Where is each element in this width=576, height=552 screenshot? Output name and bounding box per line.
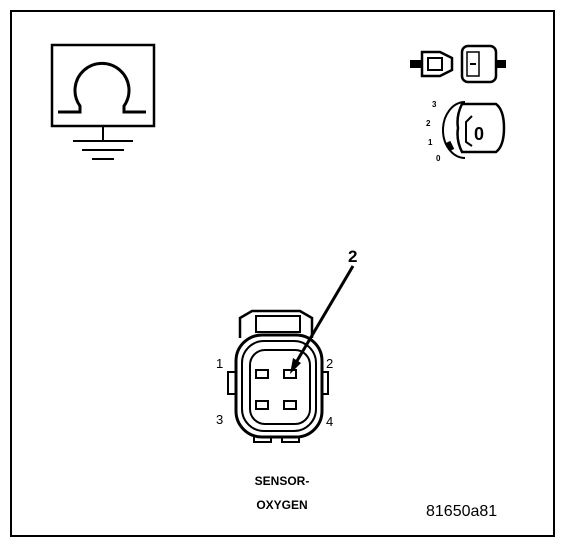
ohmmeter-ground-icon — [50, 43, 156, 160]
pin-label-3: 3 — [216, 412, 223, 427]
pin-label-2: 2 — [326, 356, 333, 371]
connector-label-line1: SENSOR- — [255, 474, 310, 488]
callout-number: 2 — [348, 247, 357, 266]
diagram-frame — [10, 10, 555, 537]
connector-label-line2: OXYGEN — [256, 498, 307, 512]
ignition-key-label: 0 — [474, 124, 484, 144]
ignition-position-2: 2 — [426, 119, 431, 128]
figure-id: 81650a81 — [426, 503, 497, 520]
ignition-key-icon — [442, 101, 506, 159]
ignition-position-0: 0 — [436, 154, 441, 163]
ignition-position-1: 1 — [428, 138, 433, 147]
pin-label-1: 1 — [216, 356, 223, 371]
pin-1-cavity — [255, 369, 269, 379]
oxygen-sensor-connector — [227, 309, 329, 443]
pin-label-4: 4 — [326, 414, 333, 429]
callout-arrowhead — [290, 358, 301, 374]
pin-4-cavity — [283, 400, 297, 410]
callout-leader-line — [292, 265, 355, 367]
pin-3-cavity — [255, 400, 269, 410]
ignition-position-3: 3 — [432, 100, 437, 109]
disconnect-connector-icon — [410, 44, 506, 84]
